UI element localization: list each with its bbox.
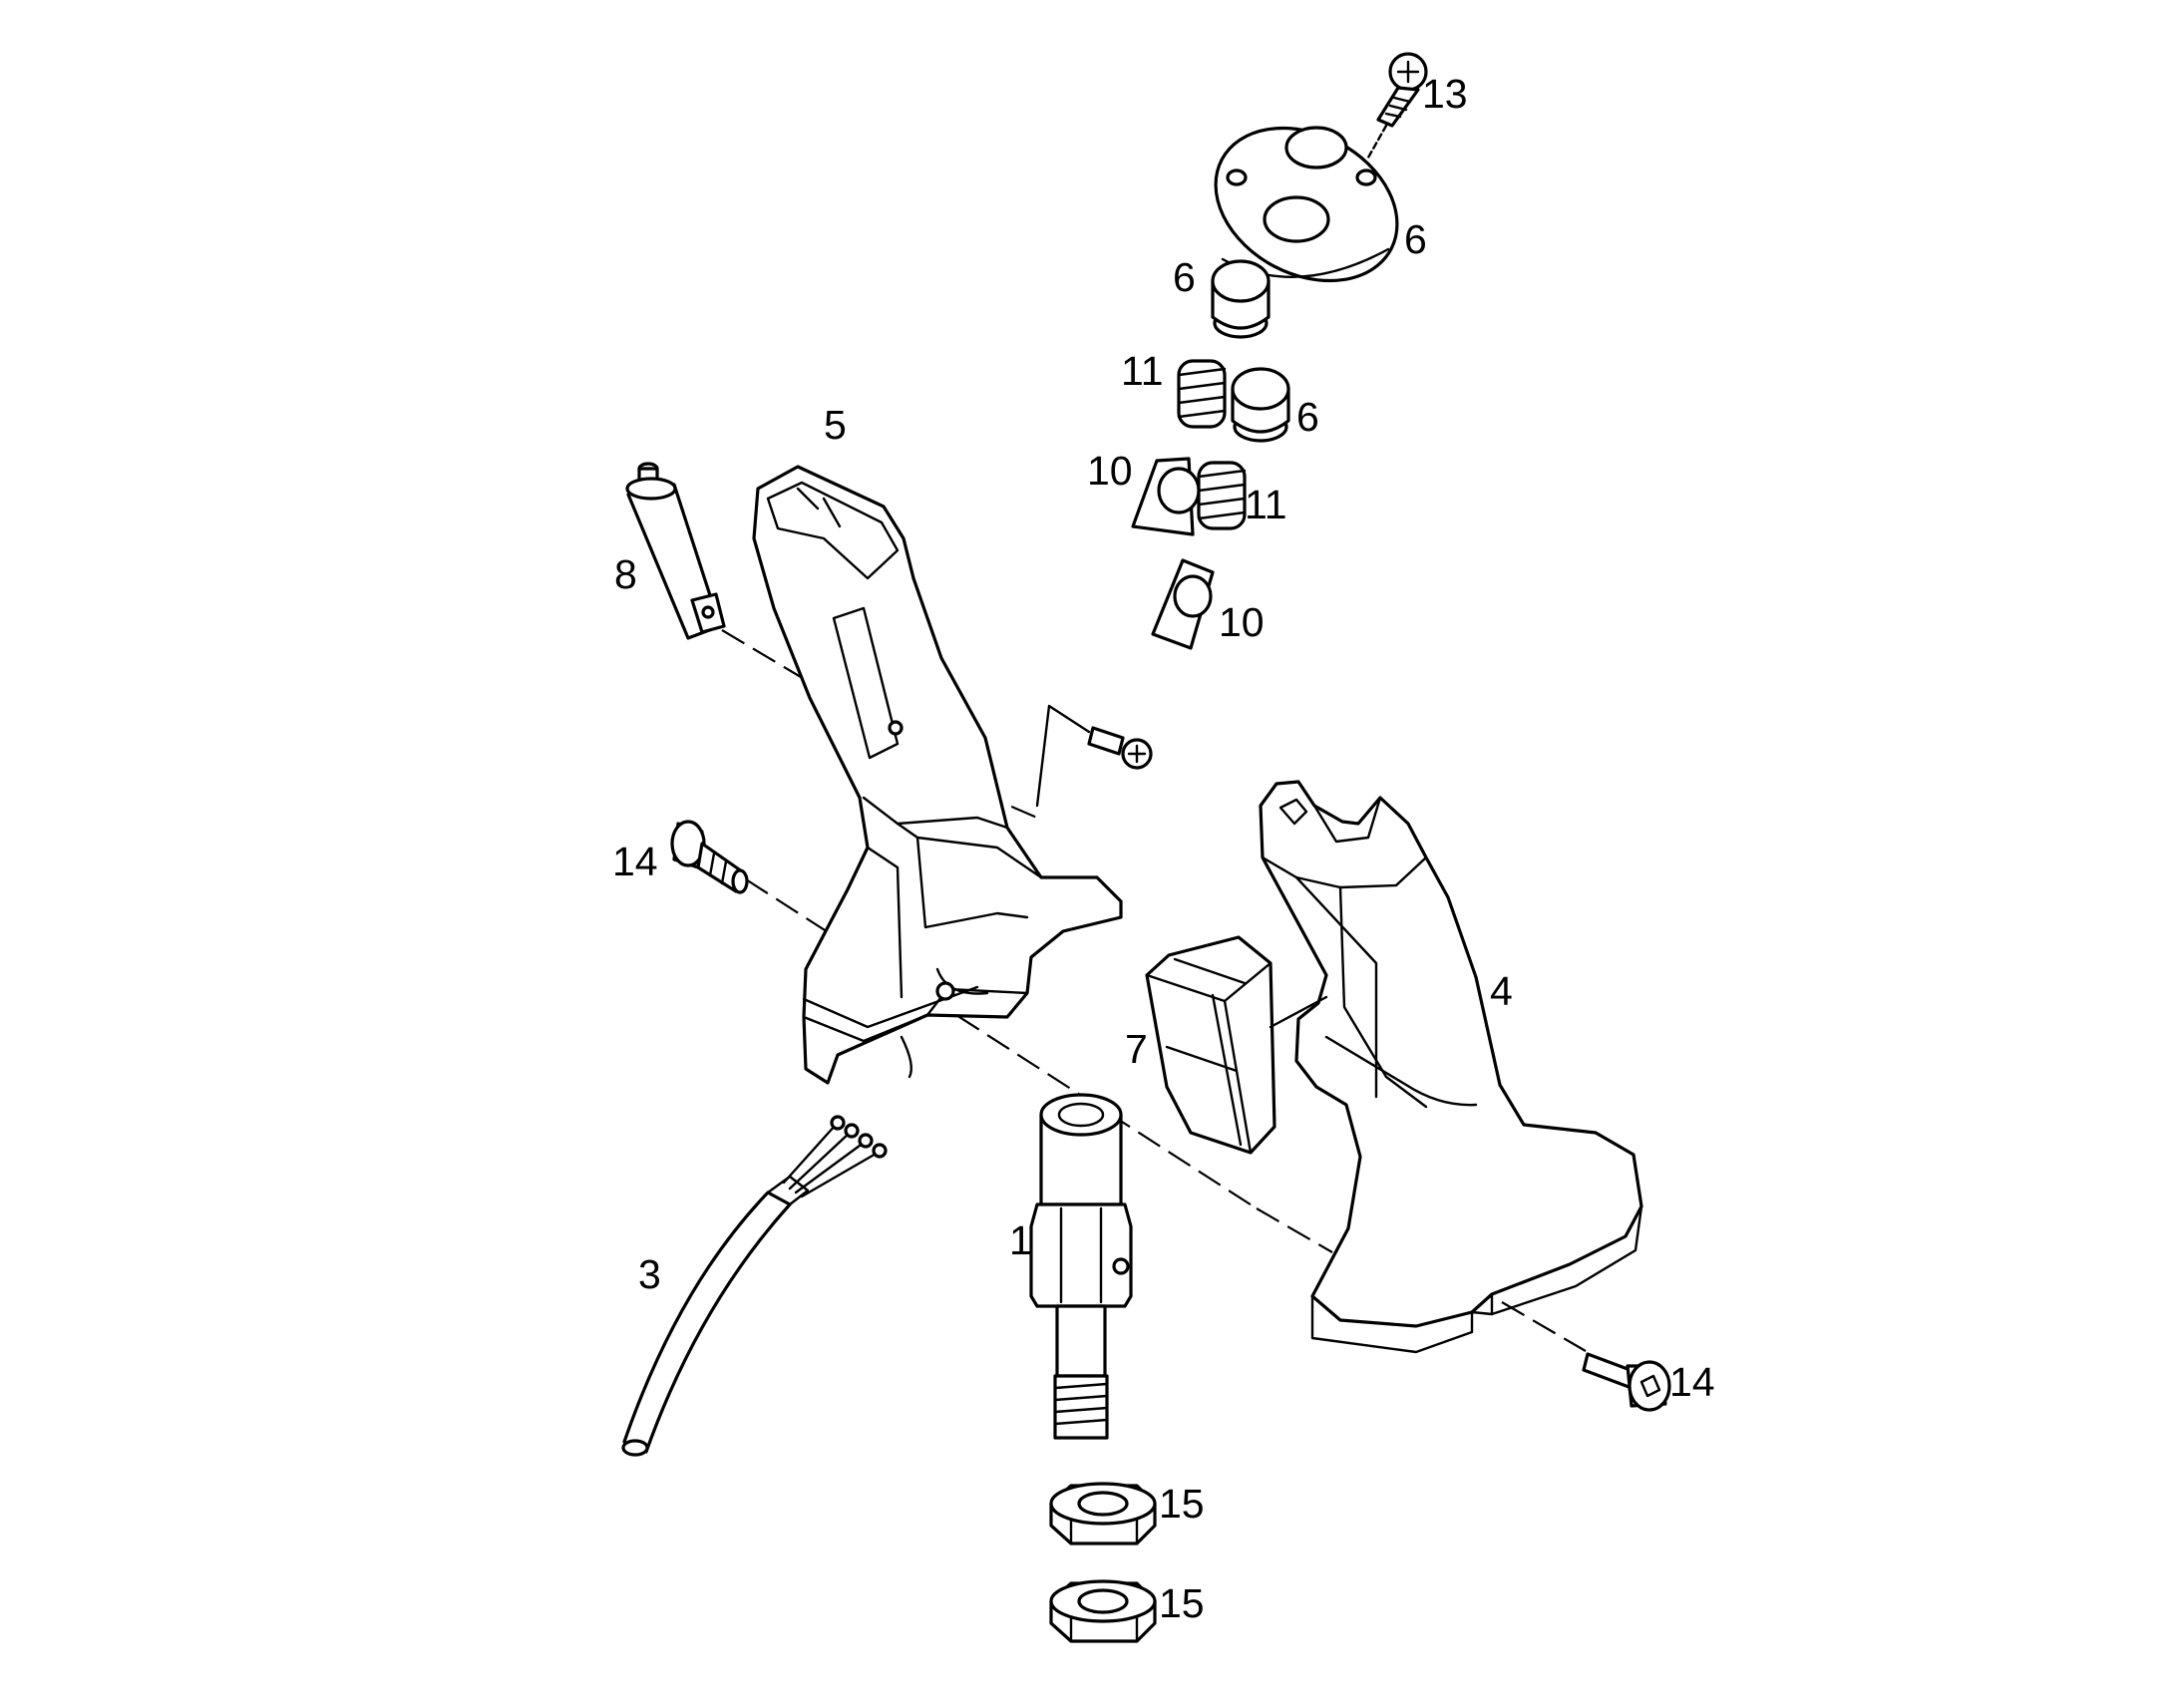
callout-14-right: 14 (1669, 1359, 1715, 1405)
part-7-switch-block (1145, 935, 1328, 1155)
part-10-switch-upper (1131, 457, 1201, 536)
part-4-grip-right (1259, 780, 1643, 1354)
part-11-spring-lower (1197, 461, 1247, 530)
callout-14-left: 14 (612, 839, 658, 884)
part-13-screw (1366, 52, 1428, 160)
callout-15-upper: 15 (1159, 1481, 1205, 1527)
part-10-switch-lower (1151, 558, 1215, 650)
part-6-button-lower (1231, 367, 1290, 443)
callout-5: 5 (824, 402, 847, 448)
callout-6-button-upper: 6 (1173, 254, 1196, 300)
part-6-button-upper (1211, 259, 1271, 339)
callout-15-lower: 15 (1159, 1580, 1205, 1626)
callout-7: 7 (1125, 1026, 1148, 1072)
part-15-nut-upper (1049, 1482, 1157, 1545)
part-14-bolt-left (670, 820, 749, 894)
callout-6-plate: 6 (1404, 216, 1427, 262)
callout-8: 8 (614, 551, 637, 597)
callout-3: 3 (638, 1251, 661, 1297)
callout-6-button-lower: 6 (1296, 394, 1319, 440)
callout-10-upper: 10 (1087, 448, 1133, 494)
part-15-nut-lower (1049, 1579, 1157, 1643)
callout-10-lower: 10 (1219, 599, 1265, 645)
part-8-rod (625, 462, 726, 640)
part-5-grip-left (752, 465, 1123, 1085)
callout-4: 4 (1490, 968, 1513, 1014)
part-11-spring-upper (1177, 359, 1227, 429)
callout-11-upper: 11 (1121, 348, 1164, 394)
callout-labels: 1 3 4 5 6 6 6 7 8 10 10 11 11 13 14 14 1… (612, 71, 1715, 1626)
callout-13: 13 (1422, 71, 1468, 117)
callout-11-lower: 11 (1245, 482, 1287, 527)
part-3-cable (621, 1115, 888, 1457)
callout-1: 1 (1009, 1217, 1032, 1263)
small-screw (1035, 704, 1153, 808)
part-14-bolt-right (1582, 1352, 1671, 1412)
part-1-shaft (1029, 1093, 1133, 1440)
